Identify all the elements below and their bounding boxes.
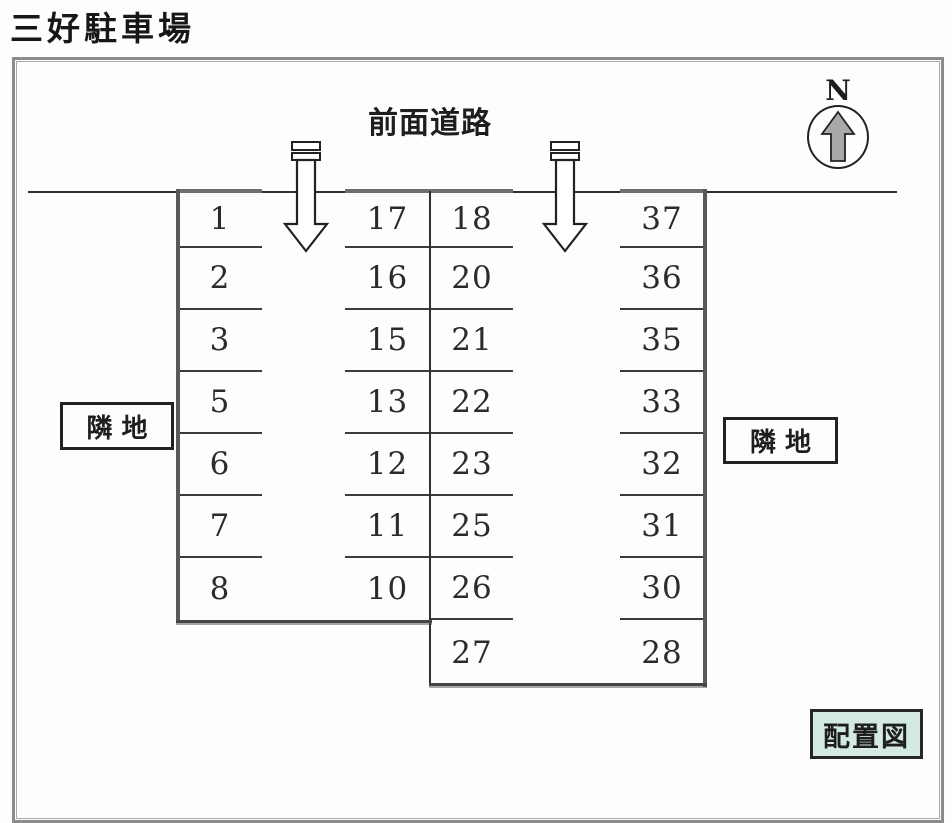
parking-space-30: 30 <box>620 558 704 620</box>
parking-space-17: 17 <box>345 192 430 248</box>
block-outline-bottom-right <box>429 683 707 686</box>
block-outline-top-right <box>620 189 707 193</box>
adjacent-land-label-left: 隣 地 <box>60 402 174 450</box>
parking-space-1: 1 <box>178 192 262 248</box>
parking-space-2: 2 <box>178 248 262 310</box>
parking-space-32: 32 <box>620 434 704 496</box>
parking-space-21: 21 <box>431 310 513 372</box>
compass: N <box>806 74 870 169</box>
north-arrow-icon <box>807 105 869 169</box>
block-outline-top-left <box>177 189 262 193</box>
parking-space-16: 16 <box>345 248 430 310</box>
parking-space-10: 10 <box>366 571 409 607</box>
parking-space-35: 35 <box>620 310 704 372</box>
block-outline-left-edge <box>176 189 180 623</box>
parking-space-6: 6 <box>178 434 262 496</box>
parking-space-27: 27 <box>451 634 493 671</box>
parking-space-13: 13 <box>345 372 430 434</box>
parking-space-33: 33 <box>620 372 704 434</box>
parking-space-5: 5 <box>178 372 262 434</box>
parking-space-28: 28 <box>641 634 683 671</box>
parking-space-15: 15 <box>345 310 430 372</box>
parking-space-8: 8 <box>209 571 231 607</box>
parking-space-26: 26 <box>431 558 513 620</box>
parking-space-7: 7 <box>178 496 262 558</box>
page-title: 三好駐車場 <box>10 9 195 48</box>
block-divider-center <box>429 191 431 686</box>
block-outline-bottom-left <box>176 620 432 623</box>
adjacent-land-label-right: 隣 地 <box>723 417 838 464</box>
parking-space-22: 22 <box>431 372 513 434</box>
parking-space-12: 12 <box>345 434 430 496</box>
parking-space-36: 36 <box>620 248 704 310</box>
entrance-arrow-icon-1 <box>276 140 336 254</box>
diagram-caption-badge: 配置図 <box>810 709 923 759</box>
compass-north-label: N <box>825 74 851 107</box>
parking-space-3: 3 <box>178 310 262 372</box>
parking-layout-page: { "page_title": "三好駐車場", "lot": { "road_… <box>10 9 944 823</box>
parking-space-18: 18 <box>431 192 513 248</box>
parking-space-23: 23 <box>431 434 513 496</box>
parking-space-11: 11 <box>345 496 430 558</box>
block-outline-right-edge <box>703 189 707 687</box>
parking-space-37: 37 <box>620 192 704 248</box>
parking-space-20: 20 <box>431 248 513 310</box>
entrance-arrow-icon-2 <box>535 140 595 254</box>
parking-space-25: 25 <box>431 496 513 558</box>
front-road-label: 前面道路 <box>368 106 492 141</box>
parking-space-31: 31 <box>620 496 704 558</box>
